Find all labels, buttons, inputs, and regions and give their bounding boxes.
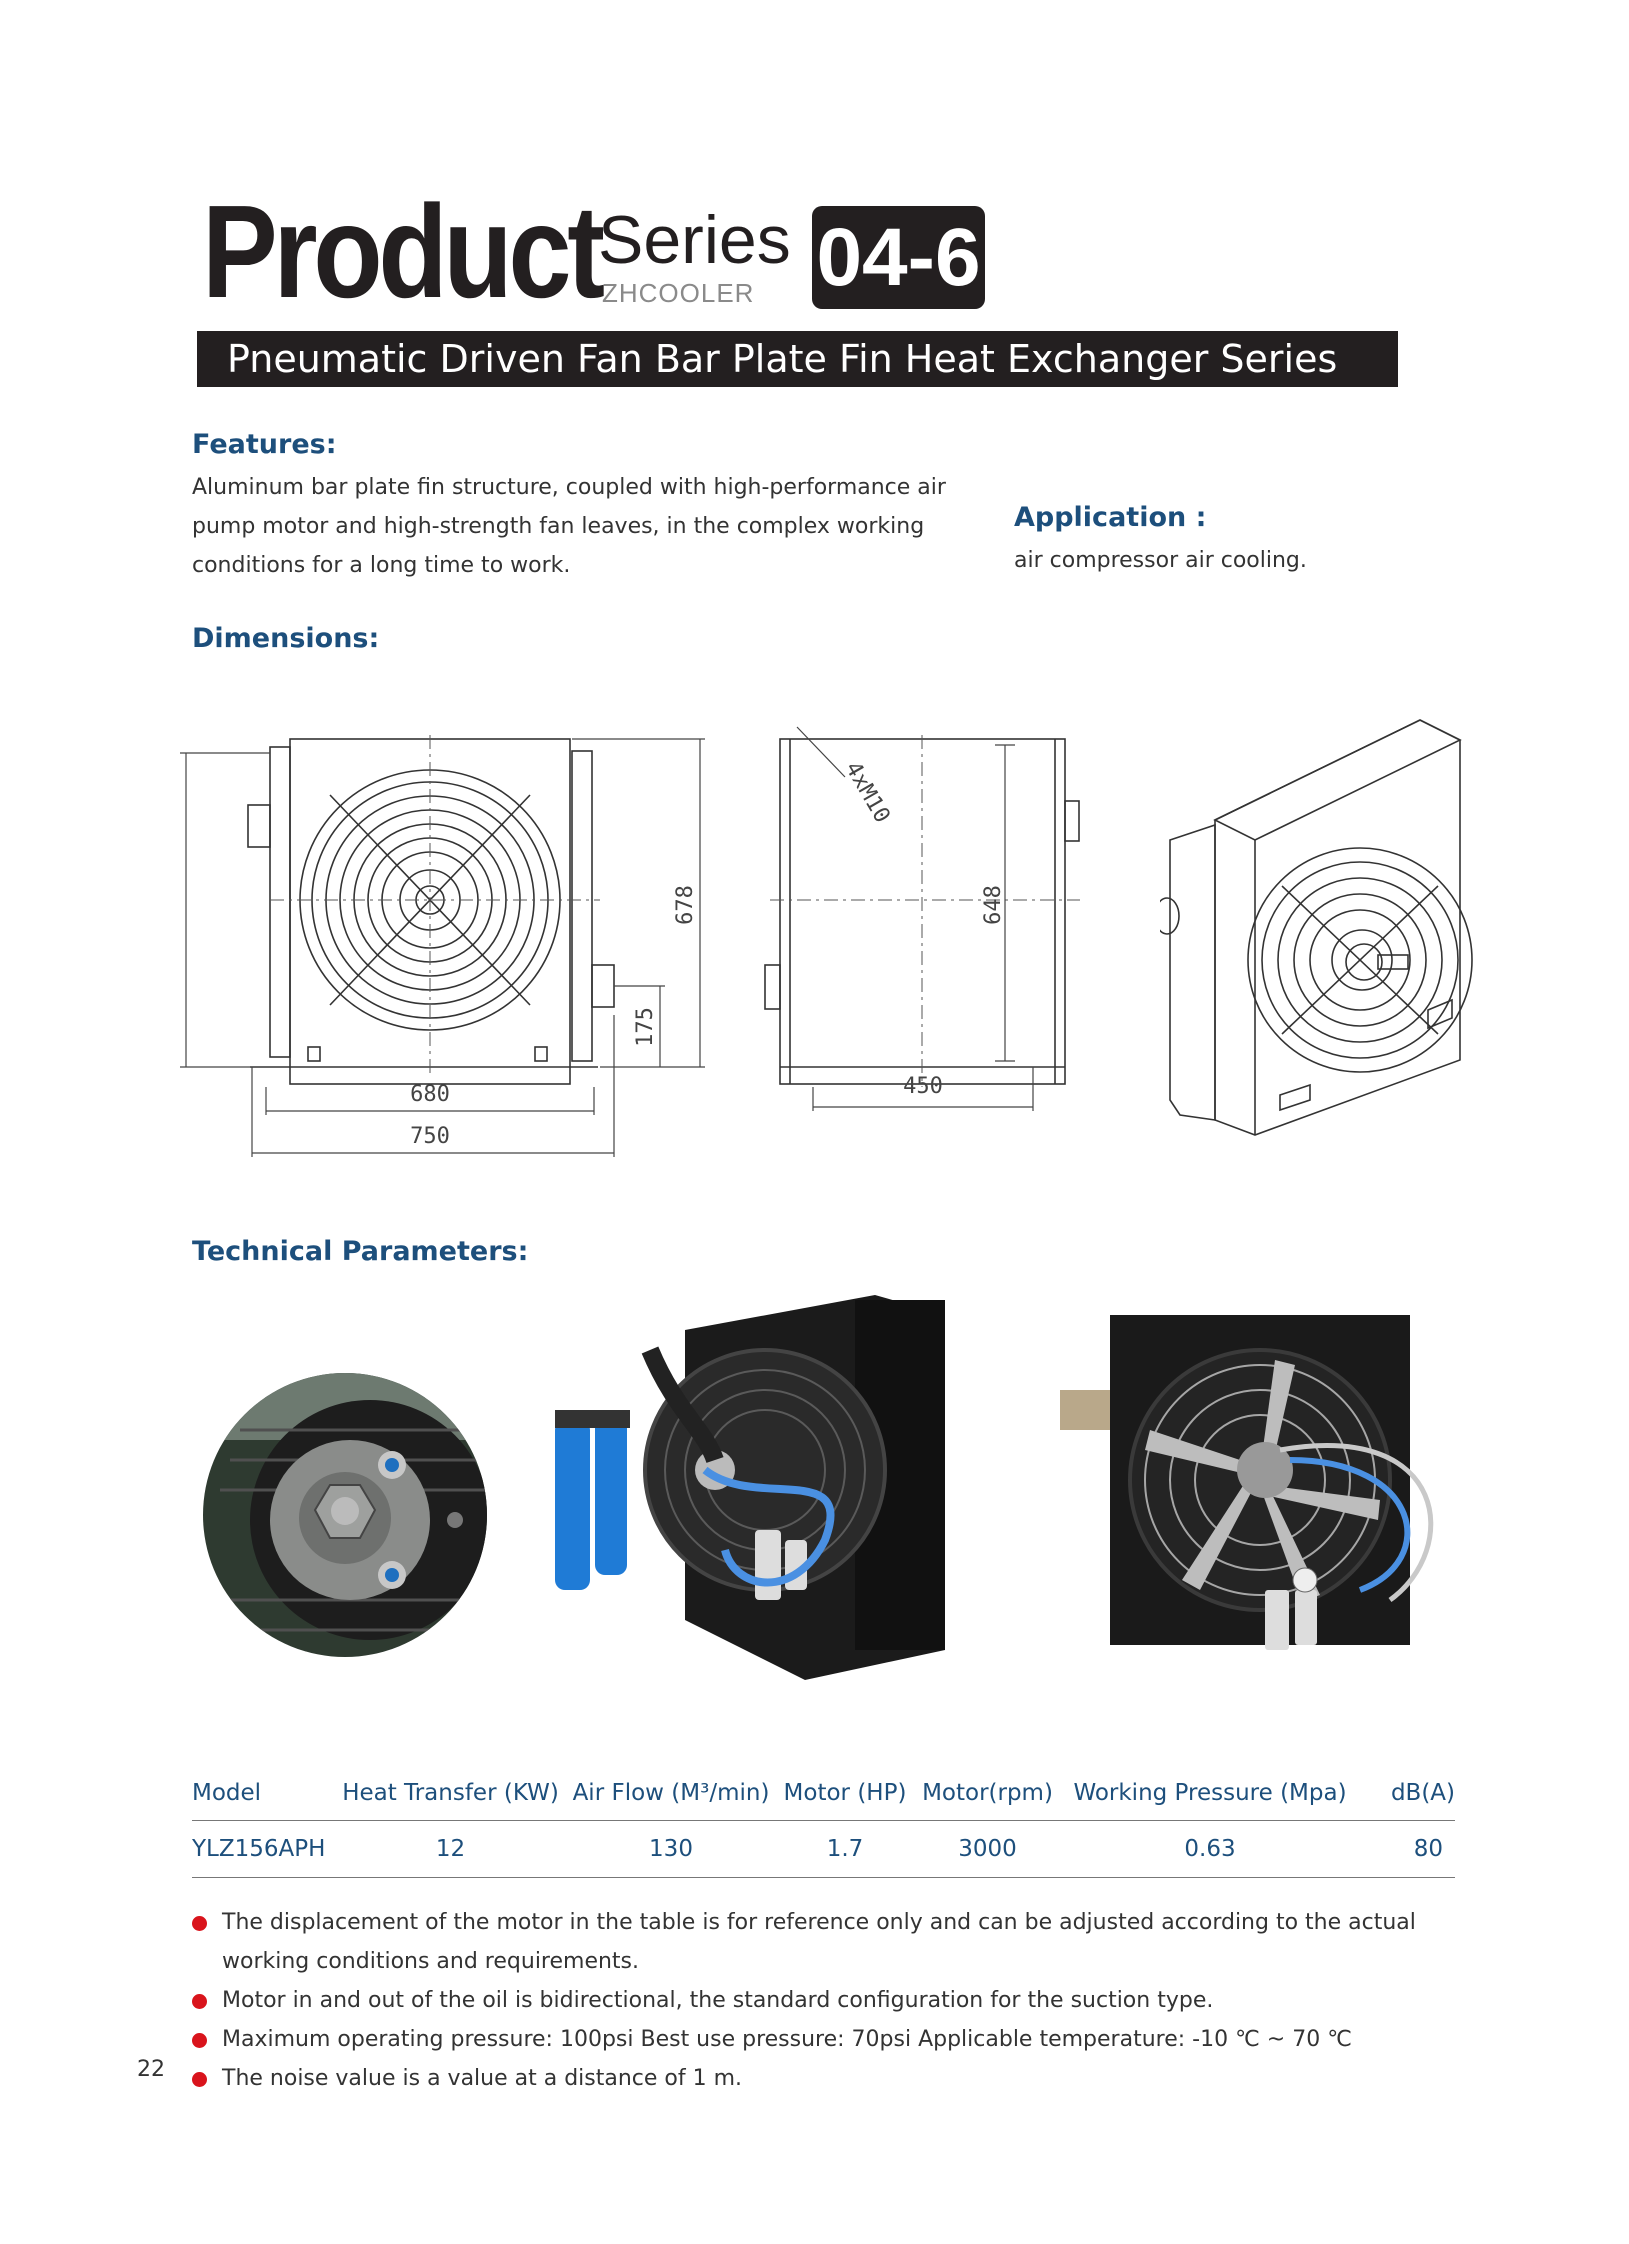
- dimensions-title: Dimensions:: [192, 623, 380, 654]
- dim-width-outer: 750: [410, 1124, 450, 1149]
- note-item: Motor in and out of the oil is bidirecti…: [222, 1988, 1214, 2013]
- bullet-icon: [192, 1994, 207, 2009]
- title-brand: ZHCOOLER: [602, 278, 755, 308]
- technical-parameters-title: Technical Parameters:: [192, 1236, 529, 1267]
- table-row: YLZ156APH 12 130 1.7 3000 0.63 80: [192, 1820, 1455, 1878]
- table-header-row: Model Heat Transfer (KW) Air Flow (M³/mi…: [192, 1766, 1455, 1821]
- isometric-drawing: [1160, 719, 1473, 1136]
- table-cell: 3000: [910, 1820, 1065, 1878]
- note-item: The noise value is a value at a distance…: [222, 2066, 743, 2091]
- dim-height-full: 678: [673, 885, 698, 925]
- title-product: Product: [202, 178, 605, 325]
- column-header: Heat Transfer (KW): [339, 1766, 562, 1821]
- table-cell: 1.7: [780, 1820, 910, 1878]
- table-cell: YLZ156APH: [192, 1820, 339, 1878]
- features-line: pump motor and high-strength fan leaves,…: [192, 514, 925, 539]
- dim-width-inner: 680: [410, 1082, 450, 1107]
- series-number-badge: 04-6: [812, 206, 985, 309]
- column-header: Motor (HP): [780, 1766, 910, 1821]
- parameters-table: Model Heat Transfer (KW) Air Flow (M³/mi…: [192, 1766, 1455, 1878]
- column-header: Model: [192, 1766, 339, 1821]
- note-item: working conditions and requirements.: [222, 1949, 640, 1974]
- table-cell: 80: [1355, 1820, 1455, 1878]
- features-text: Aluminum bar plate fin structure, couple…: [192, 468, 992, 585]
- dim-thread: 4xM10: [840, 758, 895, 828]
- table-cell: 130: [562, 1820, 780, 1878]
- column-header: Working Pressure (Mpa): [1065, 1766, 1355, 1821]
- dim-height-left: 503: [180, 895, 185, 935]
- product-photo-rear: [1060, 1315, 1434, 1650]
- table-cell: 0.63: [1065, 1820, 1355, 1878]
- dim-depth: 450: [903, 1074, 943, 1099]
- bullet-icon: [192, 1916, 207, 1931]
- bullet-icon: [192, 2033, 207, 2048]
- dim-height-side: 648: [981, 885, 1006, 925]
- dim-height-port: 175: [633, 1007, 658, 1047]
- side-view-drawing: 450 648 4xM10: [764, 726, 1080, 1111]
- application-title: Application :: [1014, 502, 1207, 533]
- motor-closeup-photo: [203, 1373, 487, 1657]
- front-view-drawing: 680 750 503 678 175: [180, 735, 705, 1157]
- column-header: dB(A): [1355, 1766, 1455, 1821]
- bullet-icon: [192, 2072, 207, 2087]
- product-photo-front-filter: [555, 1295, 945, 1680]
- features-line: Aluminum bar plate fin structure, couple…: [192, 475, 946, 500]
- features-title: Features:: [192, 429, 337, 460]
- iso-body: [1214, 719, 1461, 1136]
- column-header: Air Flow (M³/min): [562, 1766, 780, 1821]
- series-banner: Pneumatic Driven Fan Bar Plate Fin Heat …: [197, 331, 1398, 387]
- application-text: air compressor air cooling.: [1014, 548, 1307, 573]
- page-number: 22: [137, 2057, 165, 2082]
- note-item: The displacement of the motor in the tab…: [222, 1910, 1416, 1935]
- title-series: Series: [598, 202, 791, 278]
- table-cell: 12: [339, 1820, 562, 1878]
- note-item: Maximum operating pressure: 100psi Best …: [222, 2027, 1352, 2052]
- features-line: conditions for a long time to work.: [192, 553, 571, 578]
- column-header: Motor(rpm): [910, 1766, 1065, 1821]
